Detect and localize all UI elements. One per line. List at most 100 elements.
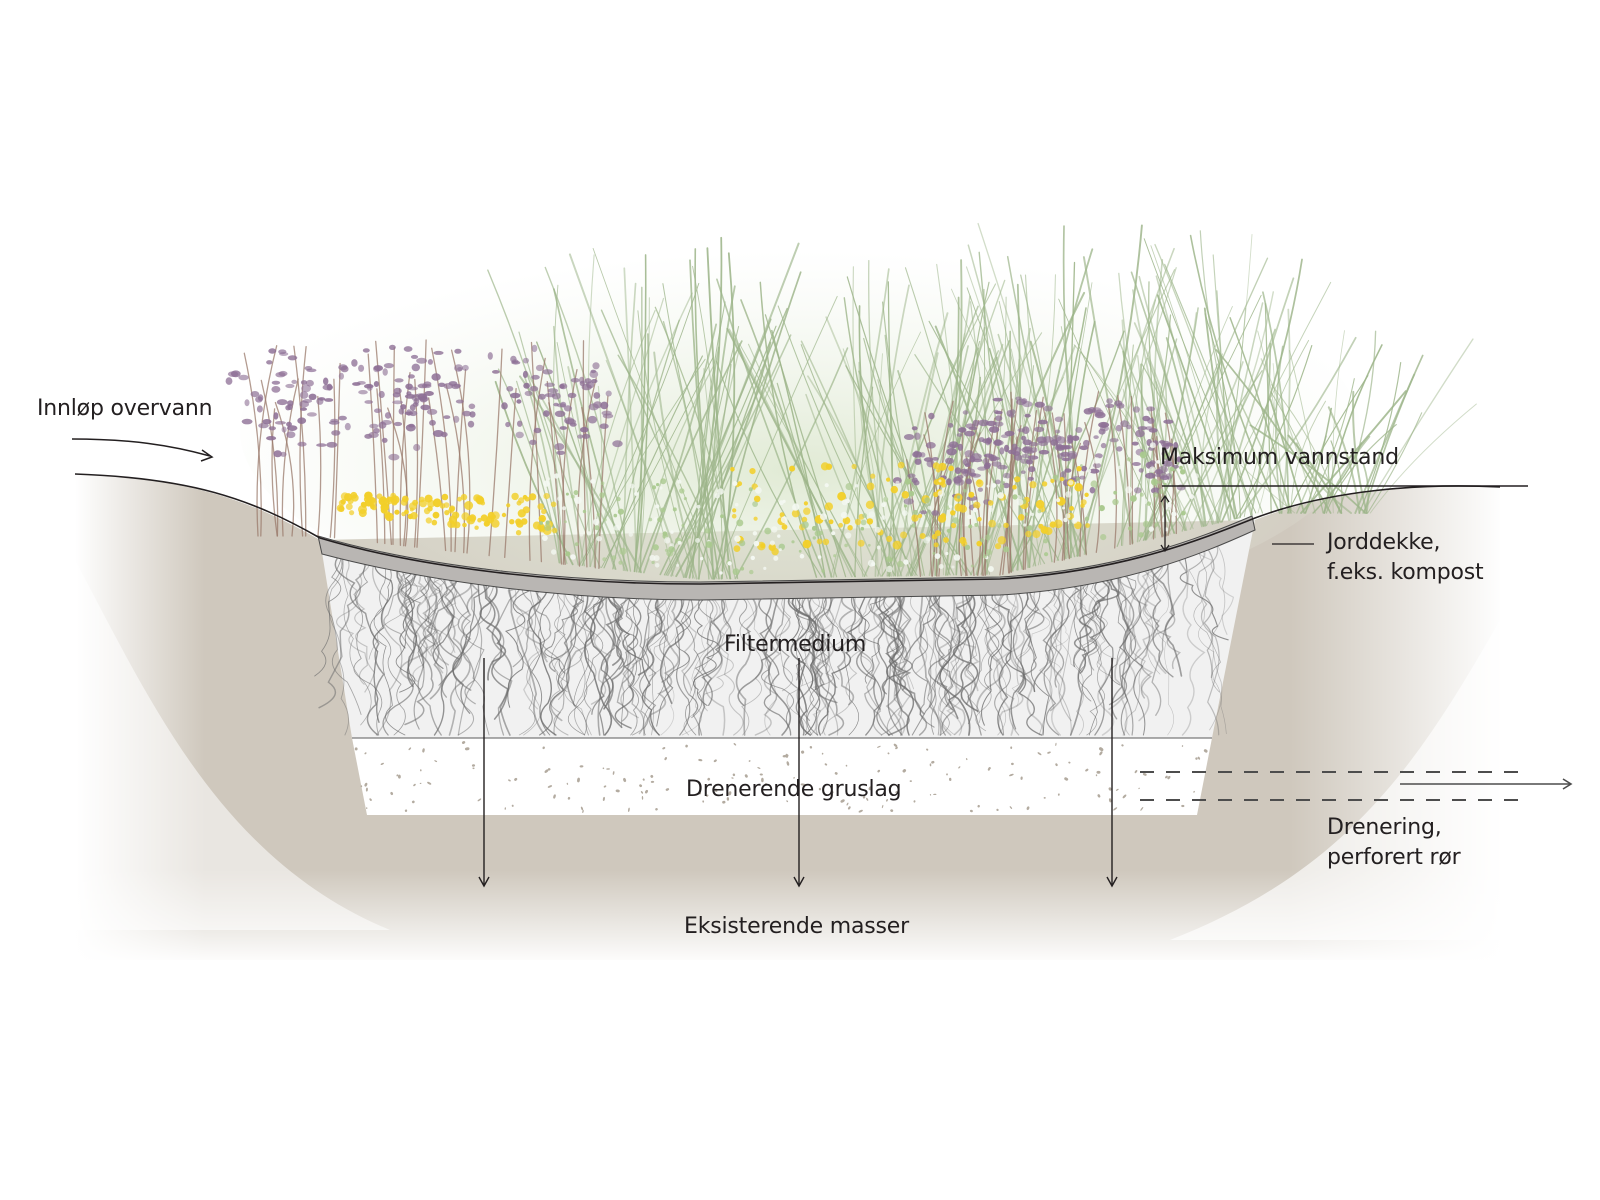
purple-blossom xyxy=(1146,406,1155,412)
root xyxy=(550,581,602,722)
yellow-blossom xyxy=(501,512,507,518)
root xyxy=(554,577,592,736)
yellow-blossom xyxy=(1014,476,1021,483)
purple-blossom xyxy=(273,412,279,420)
root xyxy=(965,587,1005,723)
yellow-blossom xyxy=(361,502,368,508)
purple-blossom xyxy=(954,467,962,474)
green-leaf xyxy=(611,555,617,560)
flower-stem xyxy=(1022,410,1038,571)
purple-blossom xyxy=(969,455,976,463)
purple-blossom xyxy=(297,441,307,447)
root xyxy=(911,589,949,736)
yellow-blossom xyxy=(384,512,392,520)
purple-blossom xyxy=(1079,475,1086,480)
white-blossom xyxy=(700,556,704,561)
white-blossom xyxy=(948,504,953,509)
white-blossom xyxy=(817,555,822,559)
purple-blossom xyxy=(1009,409,1016,415)
grass-blade xyxy=(1337,330,1377,514)
white-blossom xyxy=(1171,511,1177,517)
label-mulch: Jorddekke, f.eks. kompost xyxy=(1327,528,1484,588)
flower-stem xyxy=(243,352,262,537)
purple-blossom xyxy=(443,383,454,389)
purple-blossom xyxy=(517,420,523,427)
green-leaf xyxy=(1112,498,1119,506)
yellow-blossom xyxy=(491,519,500,528)
green-leaf xyxy=(1090,480,1098,488)
yellow-blossom xyxy=(550,501,557,508)
purple-blossom xyxy=(994,421,1004,427)
green-leaf xyxy=(1163,453,1169,460)
yellow-blossom xyxy=(539,517,545,523)
green-leaf xyxy=(1179,465,1183,470)
yellow-blossom xyxy=(349,510,355,516)
gravel-stone xyxy=(880,784,883,786)
perforated-pipe xyxy=(1140,771,1530,801)
purple-blossom xyxy=(554,443,565,451)
grass-blade xyxy=(1323,435,1371,514)
purple-blossom xyxy=(262,419,272,425)
white-blossom xyxy=(1065,513,1071,519)
yellow-blossom xyxy=(425,517,432,524)
purple-blossom xyxy=(544,382,555,387)
gravel-stone xyxy=(364,782,368,787)
white-blossom xyxy=(750,555,755,561)
purple-blossom xyxy=(1109,438,1119,443)
root xyxy=(328,551,349,736)
white-blossom xyxy=(871,562,876,567)
root xyxy=(919,589,952,735)
white-blossom xyxy=(868,511,876,518)
yellow-blossom xyxy=(453,521,461,529)
root xyxy=(976,588,1011,736)
root xyxy=(484,568,513,736)
grass-blade xyxy=(1132,289,1188,531)
purple-blossom xyxy=(1017,428,1026,433)
root xyxy=(368,561,425,660)
white-blossom xyxy=(799,553,805,559)
purple-blossom xyxy=(286,421,292,427)
yellow-blossom xyxy=(338,505,345,512)
root xyxy=(623,585,640,736)
purple-blossom xyxy=(426,408,438,415)
flower-stem xyxy=(1069,435,1087,556)
white-blossom xyxy=(1030,512,1035,517)
flower-stem xyxy=(981,417,996,576)
grass-blade xyxy=(843,297,912,577)
root xyxy=(975,588,1009,732)
green-leaf xyxy=(911,523,916,528)
purple-blossom xyxy=(273,450,283,458)
purple-blossom xyxy=(1089,486,1096,494)
green-leaf xyxy=(844,543,848,548)
purple-blossom xyxy=(1163,419,1174,424)
root xyxy=(1054,568,1086,736)
gravel-stone xyxy=(958,766,961,769)
green-leaf xyxy=(897,560,904,568)
gravel-stone xyxy=(706,794,709,797)
root xyxy=(404,564,461,726)
green-leaf xyxy=(573,490,579,496)
purple-blossom xyxy=(338,364,348,371)
gravel-stone xyxy=(732,773,736,777)
purple-blossom xyxy=(978,419,990,427)
grass-blade xyxy=(1369,403,1477,514)
purple-blossom xyxy=(258,422,269,429)
purple-blossom xyxy=(947,423,954,428)
gravel-stone xyxy=(1122,794,1127,799)
white-blossom xyxy=(895,480,900,485)
purple-blossom xyxy=(1024,413,1031,418)
white-blossom xyxy=(972,507,978,513)
purple-blossom xyxy=(1160,475,1170,481)
yellow-blossom xyxy=(866,518,874,525)
purple-blossom xyxy=(581,433,591,439)
purple-blossom xyxy=(946,448,957,456)
purple-blossom xyxy=(1173,442,1179,450)
yellow-blossom xyxy=(419,499,427,508)
green-leaf xyxy=(603,518,607,522)
gravel-stone xyxy=(1037,752,1042,756)
root xyxy=(701,593,734,712)
white-blossom xyxy=(753,540,760,547)
purple-blossom xyxy=(985,438,991,446)
purple-blossom xyxy=(250,391,260,398)
green-leaf xyxy=(1100,534,1107,541)
